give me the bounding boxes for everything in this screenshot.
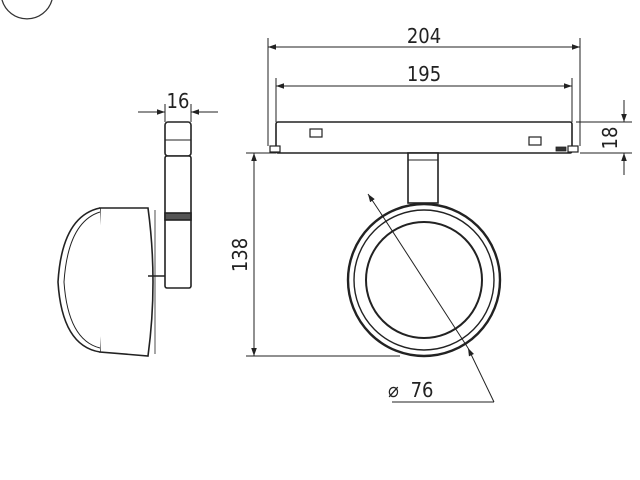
side-view-stem [164,155,192,289]
overall-height-dimension [246,152,400,357]
mount-width-label: 16 [167,89,190,113]
track-height-dimension [576,100,632,175]
total-length-label: 204 [407,24,441,48]
side-view-head [97,207,154,357]
inner-length-label: 195 [407,62,441,86]
corner-circle-fragment [1,0,53,20]
head-diameter-dimension [367,193,495,403]
diameter-symbol: ⌀ [388,378,399,402]
diameter-value: 76 [411,378,434,402]
total-length-dimension [267,38,581,146]
lamp-head-front [346,202,502,358]
side-view [57,121,192,357]
overall-height-label: 138 [228,238,252,272]
front-stem [407,152,439,204]
mount-width-dimension [138,104,218,122]
track-height-label: 18 [598,127,622,150]
head-diameter-label: ⌀ 76 [388,378,433,402]
inner-length-dimension [275,78,573,122]
track-adapter [269,121,579,154]
side-view-clamp [164,121,192,157]
